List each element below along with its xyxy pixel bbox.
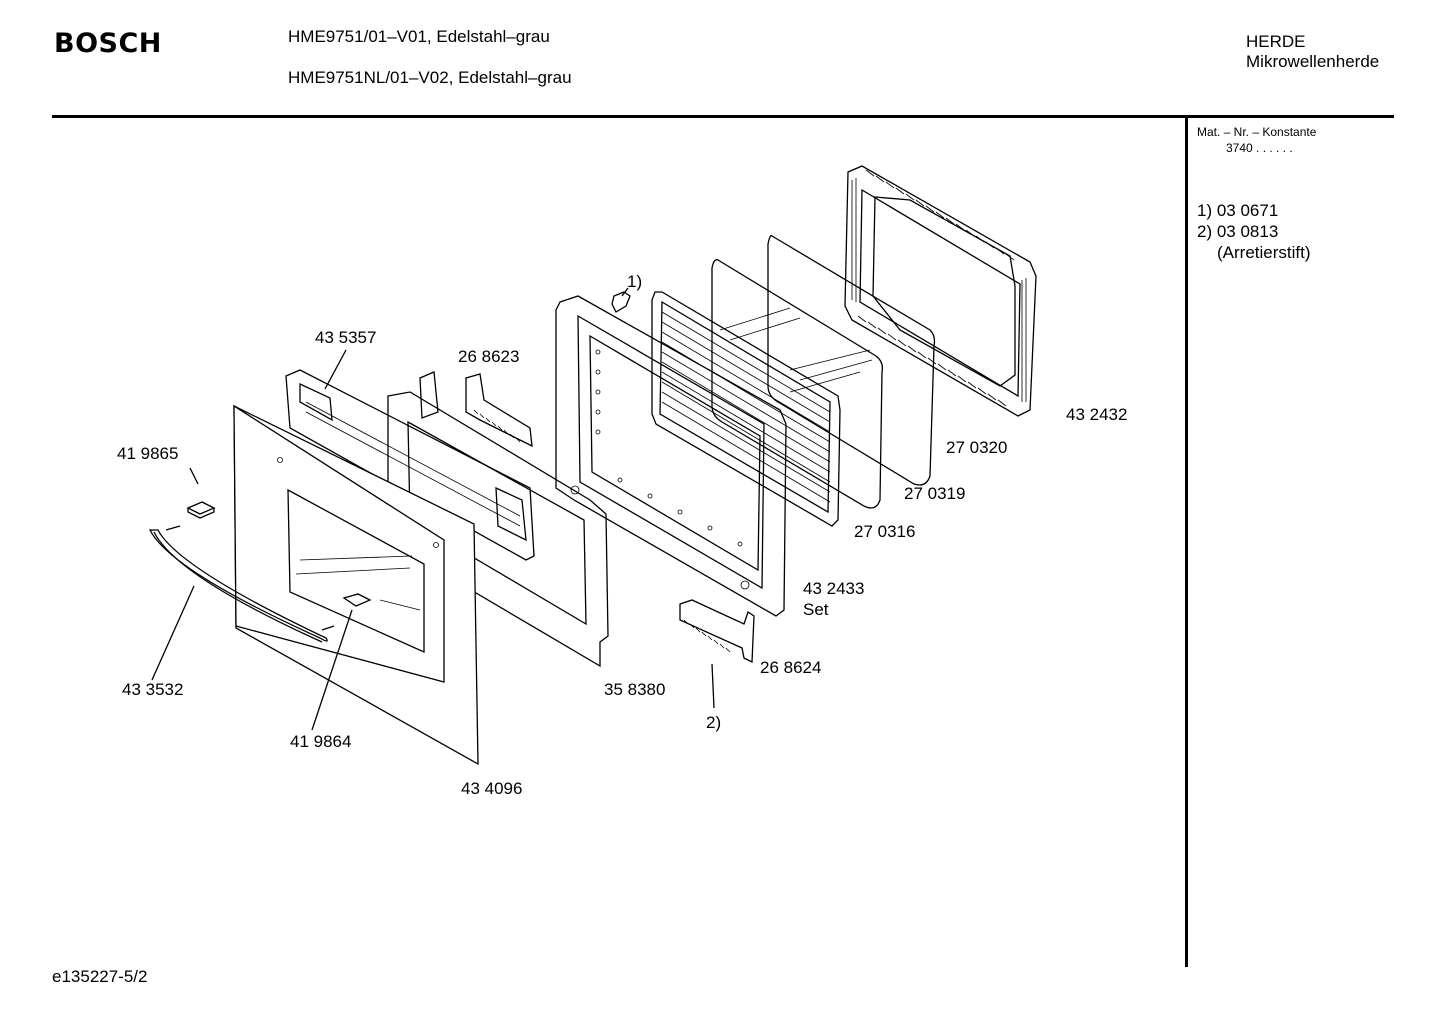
label-268624: 26 8624 <box>760 658 822 677</box>
note-2: 2) 03 0813 <box>1197 222 1279 241</box>
category-label: HERDE <box>1246 32 1306 51</box>
label-ref-1: 1) <box>627 272 643 291</box>
exploded-view-drawing <box>148 165 1037 766</box>
leader-433532 <box>151 585 195 681</box>
document-code: e135227-5/2 <box>52 967 148 986</box>
model-line-2: HME9751NL/01–V02, Edelstahl–grau <box>288 68 572 87</box>
leader-419864 <box>311 609 353 731</box>
mat-nr-label: Mat. – Nr. – Konstante <box>1197 125 1317 139</box>
label-419864: 41 9864 <box>290 732 352 751</box>
leader-435357 <box>324 349 347 390</box>
label-ref-2: 2) <box>706 713 722 732</box>
model-line-1: HME9751/01–V01, Edelstahl–grau <box>288 27 550 46</box>
label-268623: 26 8623 <box>458 347 520 366</box>
brand-logo: BOSCH <box>54 28 162 59</box>
label-434096: 43 4096 <box>461 779 523 798</box>
leader-ref2 <box>711 663 715 709</box>
mat-nr-value: 3740 . . . . . . <box>1226 141 1293 155</box>
label-433532: 43 3532 <box>122 680 184 699</box>
subcategory-label: Mikrowellenherde <box>1246 52 1380 71</box>
label-432433: 43 2433 <box>803 579 865 598</box>
label-270320: 27 0320 <box>946 438 1008 457</box>
label-270319: 27 0319 <box>904 484 966 503</box>
label-419865: 41 9865 <box>117 444 179 463</box>
pad-419865 <box>186 501 216 515</box>
clip-part-1 <box>611 291 631 313</box>
pad-419864 <box>342 593 372 607</box>
door-seal-270320 <box>767 235 936 486</box>
label-435357: 43 5357 <box>315 328 377 347</box>
outer-glass-434096 <box>233 404 479 766</box>
note-1: 1) 03 0671 <box>1197 201 1279 220</box>
label-358380: 35 8380 <box>604 680 666 699</box>
hinge-268624 <box>679 599 755 664</box>
handle-433532 <box>148 525 335 643</box>
hinge-268623 <box>465 373 533 448</box>
label-432432: 43 2432 <box>1066 405 1128 424</box>
bracket-435357 <box>285 369 535 561</box>
label-270316: 27 0316 <box>854 522 916 541</box>
rear-seal-frame <box>844 165 1037 417</box>
label-set: Set <box>803 600 829 619</box>
header-divider <box>52 115 1394 118</box>
leader-419865 <box>189 467 199 485</box>
mesh-screen-270316 <box>651 291 841 527</box>
note-2-detail: (Arretierstift) <box>1217 243 1311 262</box>
inner-door-frame-432433 <box>555 295 787 617</box>
inner-glass-270319 <box>711 259 884 509</box>
sidebar-divider <box>1185 117 1188 967</box>
